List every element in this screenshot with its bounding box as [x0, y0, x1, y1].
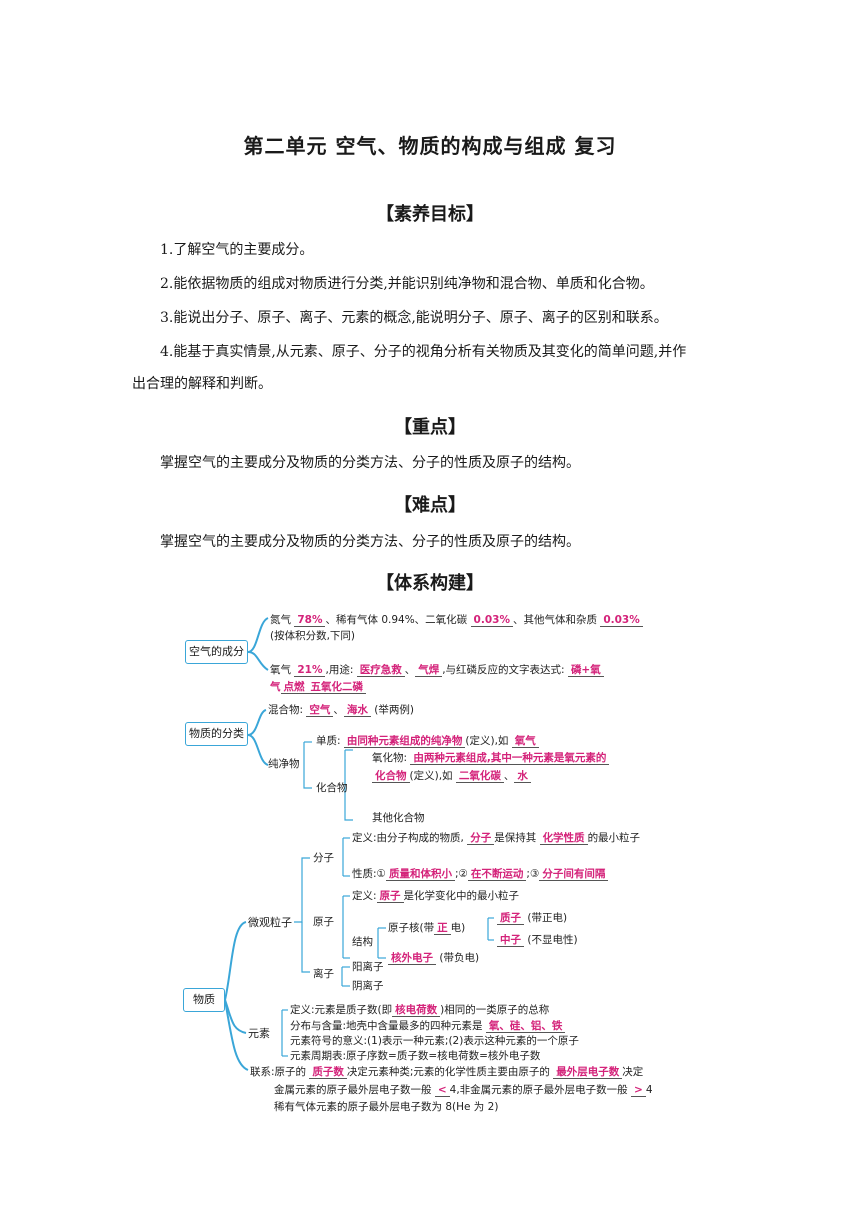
key-text: 掌握空气的主要成分及物质的分类方法、分子的性质及原子的结构。: [160, 455, 580, 471]
mixture-answer-2: 海水: [343, 704, 371, 717]
goal-item: 3.能说出分子、原子、离子、元素的概念,能说明分子、原子、离子的区别和联系。: [160, 310, 668, 326]
neutron: 中子: [497, 934, 524, 947]
eq-condition: 点燃: [280, 681, 308, 694]
el-def-answer: 核电荷数: [392, 1004, 441, 1017]
oxide-mid: (定义),如: [409, 770, 453, 782]
metal-label: 金属元素的原子最外层电子数一般: [274, 1084, 432, 1096]
nucleus-charge: 正: [434, 922, 451, 935]
el-def-end: )相同的一类原子的总称: [440, 1004, 550, 1016]
other-answer: 0.03%: [600, 614, 643, 627]
eq-answer-1: 磷+氧: [567, 664, 604, 677]
atom-def-label: 定义:: [352, 890, 377, 902]
difficult-text: 掌握空气的主要成分及物质的分类方法、分子的性质及原子的结构。: [160, 534, 580, 550]
eq-answer-2: 气: [270, 681, 281, 693]
link-label: 联系:原子的: [250, 1066, 307, 1078]
element-sub-def: 由同种元素组成的纯净物: [343, 735, 466, 748]
proton: 质子: [497, 912, 524, 925]
mol-prop-1: 质量和体积小: [385, 868, 455, 881]
node-matter: 物质: [183, 988, 225, 1012]
goal-item: 2.能依据物质的组成对物质进行分类,并能识别纯净物和混合物、单质和化合物。: [160, 276, 654, 292]
goal-item: 4.能基于真实情景,从元素、原子、分子的视角分析有关物质及其变化的简单问题,并作: [160, 344, 687, 360]
node-classification: 物质的分类: [185, 722, 248, 746]
oxide-def: 由两种元素组成,其中一种元素是氧元素的: [410, 752, 610, 765]
atom-def-end: 是化学变化中的最小粒子: [403, 890, 520, 902]
page-title: 第二单元 空气、物质的构成与组成 复习: [243, 134, 617, 158]
mol-def-mid: 是保持其: [494, 832, 537, 844]
el-periodic-table: 元素周期表:原子序数=质子数=核电荷数=核外电子数: [290, 1050, 541, 1062]
oxide-label: 氧化物:: [372, 752, 408, 764]
nucleus-end: 电): [450, 922, 466, 934]
system-heading: 【体系构建】: [376, 573, 484, 594]
mixture-note: (举两例): [374, 704, 414, 716]
link-answer-a: 质子数: [309, 1066, 347, 1079]
other-compounds: 其他化合物: [372, 812, 425, 824]
key-heading: 【重点】: [394, 417, 466, 438]
cation: 阳离子: [352, 961, 384, 973]
co2-answer: 0.03%: [470, 614, 513, 627]
nonmetal-answer: >: [631, 1084, 646, 1097]
air-note: (按体积分数,下同): [270, 630, 356, 642]
atom: 原子: [313, 916, 334, 928]
element-sub-label: 单质:: [316, 735, 341, 747]
n2-label: 氮气: [270, 614, 291, 626]
mol-prop-2: 在不断运动: [467, 868, 527, 881]
goals-heading: 【素养目标】: [376, 204, 484, 225]
o2-label: 氧气: [270, 664, 291, 676]
link-end: 决定: [622, 1066, 644, 1078]
oxide-example-1: 二氧化碳: [455, 770, 504, 783]
element: 元素: [248, 1027, 270, 1040]
goal-item: 1.了解空气的主要成分。: [160, 242, 314, 258]
n2-answer: 78%: [294, 614, 326, 627]
neutron-note: (不显电性): [527, 934, 578, 946]
mixture-label: 混合物:: [268, 704, 304, 716]
difficult-heading: 【难点】: [394, 495, 466, 516]
el-dist-answer: 氧、硅、铝、铁: [485, 1020, 566, 1033]
pure-substance: 纯净物: [268, 758, 300, 770]
metal-mid: 4,非金属元素的原子最外层电子数一般: [449, 1084, 628, 1096]
el-dist-label: 分布与含量:地壳中含量最多的四种元素是: [290, 1020, 483, 1032]
mol-prop-3-label: ;③: [526, 868, 540, 880]
link-mid: 决定元素种类;元素的化学性质主要由原子的: [346, 1066, 550, 1078]
other-label: 、其他气体和杂质: [512, 614, 597, 626]
mol-prop-label: 性质:①: [352, 868, 386, 880]
el-symbol-meaning: 元素符号的意义:(1)表示一种元素;(2)表示这种元素的一个原子: [290, 1035, 579, 1047]
rare-label: 、稀有气体 0.94%、二氧化碳: [325, 614, 468, 626]
element-sub-mid: (定义),如: [465, 735, 509, 747]
structure: 结构: [352, 936, 373, 948]
use-answer-2: 气焊: [415, 664, 443, 677]
electron-note: (带负电): [439, 952, 480, 964]
micro-particles: 微观粒子: [248, 916, 292, 929]
link-answer-b: 最外层电子数: [553, 1066, 623, 1079]
electron: 核外电子: [388, 952, 436, 965]
atom-def-a: 原子: [376, 890, 404, 903]
molecule: 分子: [313, 852, 334, 864]
mol-def-end: 的最小粒子: [587, 832, 641, 844]
compound: 化合物: [316, 782, 348, 794]
use-label: ,用途:: [325, 664, 354, 676]
eq-label: ,与红磷反应的文字表达式:: [442, 664, 565, 676]
oxide-def-2: 化合物: [372, 770, 410, 783]
element-sub-example: 氧气: [511, 735, 539, 748]
rare-gas-note: 稀有气体元素的原子最外层电子数为 8(He 为 2): [274, 1101, 499, 1113]
nonmetal-end: 4: [645, 1084, 653, 1096]
mol-def-b: 化学性质: [539, 832, 588, 845]
mol-def-a: 分子: [467, 832, 495, 845]
mixture-answer-1: 空气: [306, 704, 334, 717]
mol-prop-2-label: ;②: [454, 868, 468, 880]
goal-item: 出合理的解释和判断。: [132, 376, 272, 392]
node-air-composition: 空气的成分: [185, 640, 248, 664]
metal-answer: <: [434, 1084, 450, 1097]
proton-note: (带正电): [527, 912, 568, 924]
eq-answer-3: 五氧化二磷: [307, 681, 366, 694]
mol-prop-3: 分子间有间隔: [539, 868, 609, 881]
el-def-label: 定义:元素是质子数(即: [290, 1004, 393, 1016]
anion: 阴离子: [352, 980, 384, 992]
use-answer-1: 医疗急救: [356, 664, 405, 677]
oxide-example-2: 水: [514, 770, 531, 783]
nucleus-label: 原子核(带: [388, 922, 435, 934]
mol-def-label: 定义:由分子构成的物质,: [352, 832, 464, 844]
ion: 离子: [313, 968, 334, 980]
o2-answer: 21%: [294, 664, 326, 677]
